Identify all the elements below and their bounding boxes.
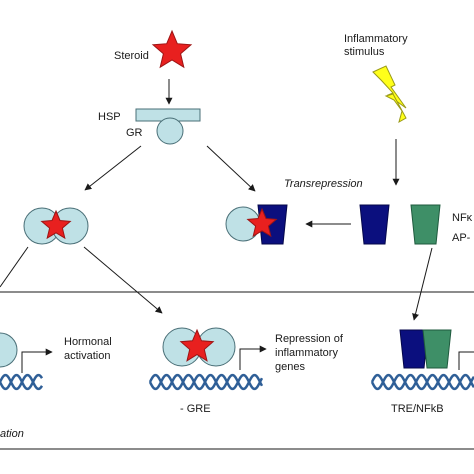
dna-helix-left <box>0 373 44 391</box>
dimer-to-gre-arrow <box>83 246 163 314</box>
hormonal-label-line2: activation <box>64 350 110 362</box>
steroid-label: Steroid <box>114 50 149 62</box>
gre-transcription-arrow <box>239 345 267 370</box>
gr-dimer-steroid-star-icon <box>40 209 72 240</box>
dna-strand-1 <box>148 373 264 391</box>
inflammatory-label-line1: Inflammatory <box>344 33 408 45</box>
gr-label: GR <box>126 127 143 139</box>
hormonal-label-line1: Hormonal <box>64 336 112 348</box>
dna-strand-1 <box>370 373 474 391</box>
nfkb-label: NFκ <box>452 212 473 224</box>
ap1-to-tre-arrow <box>412 247 433 321</box>
gr-receptor-circle <box>156 117 184 145</box>
dna-strand-2 <box>148 373 264 391</box>
hsp-label: HSP <box>98 111 121 123</box>
complex-steroid-star-icon <box>246 207 278 238</box>
steroid-star-icon <box>151 29 193 69</box>
dna-strand-1 <box>0 373 44 391</box>
nfkb-factor-shape <box>359 204 390 245</box>
gre-steroid-star-icon <box>179 328 215 362</box>
ap1-factor-shape <box>410 204 441 245</box>
ap1-label: AP- <box>452 232 471 244</box>
inflammatory-label-line2: stimulus <box>344 46 385 58</box>
hormonal-transcription-arrow <box>21 348 53 373</box>
gr-to-left-dimer-arrow <box>84 145 142 191</box>
tre-nfkb-label: TRE/NFkB <box>391 403 444 415</box>
dna-helix-right <box>370 373 474 391</box>
gre-label: - GRE <box>180 403 211 415</box>
lightning-bolt-icon <box>372 65 407 109</box>
tre-nfkb-factor-shape <box>399 329 429 369</box>
tre-transcription-arrow <box>458 351 474 370</box>
dimer-to-hormonal-arrow <box>0 246 29 288</box>
repression-label-line1: Repression of <box>275 333 344 345</box>
dna-helix-middle <box>148 373 264 391</box>
activation-partial-label: ation <box>0 428 24 440</box>
nuclear-gr-circle-left <box>0 332 18 368</box>
lightning-bolt-lower-icon <box>384 93 407 124</box>
repression-label-line3: genes <box>275 361 305 373</box>
tre-ap1-factor-shape <box>422 329 452 369</box>
dna-strand-2 <box>0 373 44 391</box>
repression-label-line2: inflammatory <box>275 347 338 359</box>
dna-strand-2 <box>370 373 474 391</box>
transrepression-label: Transrepression <box>284 178 363 190</box>
gr-to-transrepression-arrow <box>206 145 256 192</box>
